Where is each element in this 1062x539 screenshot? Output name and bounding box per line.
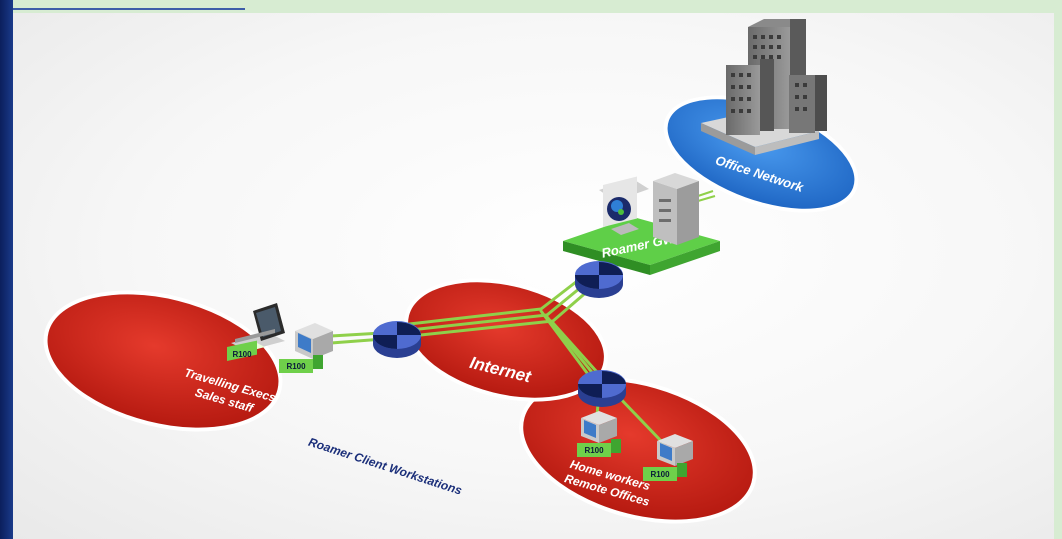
gateway-platform	[563, 217, 720, 275]
device-badge-label: R100	[584, 446, 604, 455]
travelling-disc	[47, 294, 279, 428]
gateway-server-icon	[653, 173, 699, 245]
device-badge-label: R100	[650, 470, 670, 479]
desktop-icon-home-1	[581, 411, 617, 443]
r100-badge-home-2: R100	[643, 463, 687, 481]
r100-badge-desktop-travelling: R100	[279, 355, 323, 373]
router-travelling-icon	[373, 321, 421, 358]
diagram-canvas: Office Network Roamer GW	[13, 13, 1054, 539]
internet-disc	[408, 282, 604, 398]
device-badge-label: R100	[232, 350, 252, 359]
desktop-icon-travelling	[295, 323, 333, 359]
device-badge-label: R100	[286, 362, 306, 371]
top-frame-bar	[13, 0, 1062, 13]
gateway-monitor-icon	[599, 176, 649, 235]
client-workstations-caption: Roamer Client Workstations	[307, 435, 464, 498]
router-home-icon	[578, 370, 626, 407]
office-building-icon	[701, 19, 827, 155]
home-disc	[523, 380, 753, 520]
desktop-icon-home-2	[657, 434, 693, 466]
gateway-office-links	[697, 190, 716, 202]
router-gateway-icon	[575, 261, 623, 298]
r100-badge-laptop: R100	[227, 340, 265, 361]
r100-badge-home-1: R100	[577, 439, 621, 457]
network-diagram: Office Network Roamer GW	[43, 19, 859, 524]
top-frame-accent-line	[13, 8, 245, 10]
right-frame-bar	[1054, 13, 1062, 539]
left-frame-bar	[0, 0, 13, 539]
